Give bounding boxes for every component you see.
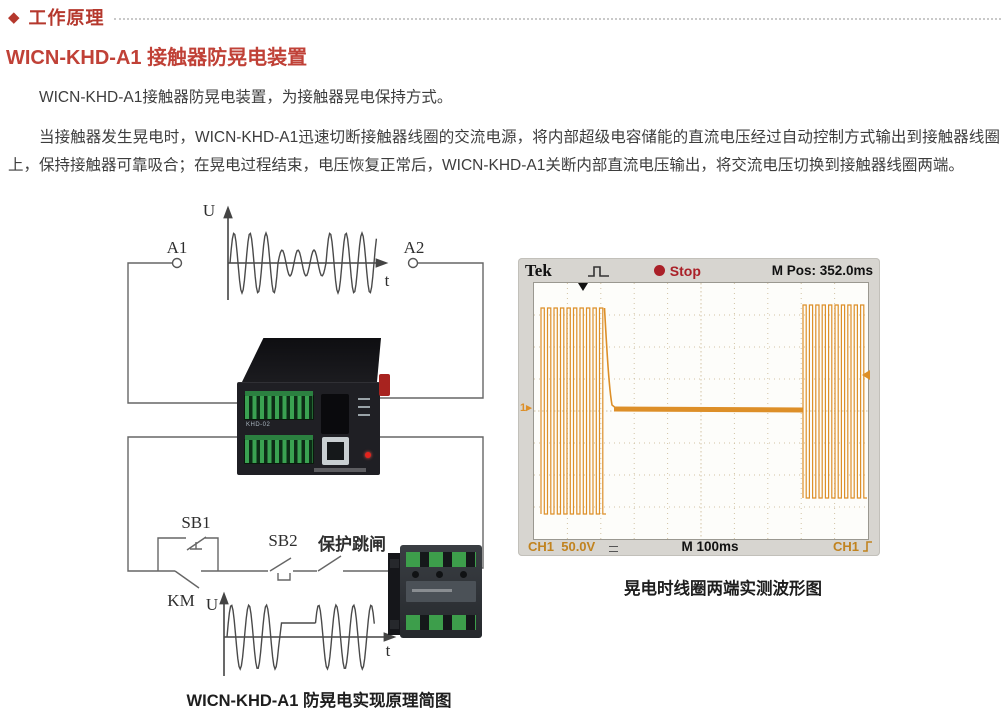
terminal-a1 bbox=[171, 257, 183, 269]
top-voltage-waveform bbox=[229, 230, 378, 296]
stop-label: Stop bbox=[669, 262, 701, 279]
top-t-label: t bbox=[385, 271, 390, 290]
bottom-t-label: t bbox=[386, 641, 391, 660]
timebase-readout: M 100ms bbox=[681, 539, 739, 554]
sb2-switch bbox=[269, 557, 292, 581]
scope-bottom-bar: CH1 50.0V M 100ms CH1 bbox=[528, 538, 874, 555]
device-front-face: KHD-02 bbox=[237, 382, 380, 475]
circuit-caption: WICN-KHD-A1 防晃电实现原理简图 bbox=[186, 692, 452, 710]
contactor-terminals-bottom bbox=[406, 615, 476, 630]
scope-caption: 晃电时线圈两端实测波形图 bbox=[624, 580, 822, 598]
device-manufacturer-strip bbox=[314, 468, 366, 472]
acquisition-status: Stop bbox=[653, 262, 701, 279]
m-pos-readout: M Pos: 352.0ms bbox=[771, 263, 873, 278]
scope-screen bbox=[533, 282, 869, 540]
power-led-icon bbox=[365, 452, 371, 458]
terminal-a1-label: A1 bbox=[167, 238, 188, 257]
section-header: ◆ 工作原理 bbox=[8, 4, 1001, 30]
sb2-label: SB2 bbox=[268, 531, 297, 550]
protection-trip-label: 保护跳闸 bbox=[317, 534, 386, 554]
contactor-photo bbox=[388, 545, 484, 642]
oscilloscope-panel: Tek Stop M Pos: 352.0ms 1▸ CH1 50.0V M 1… bbox=[518, 258, 880, 556]
scope-waveform-svg bbox=[534, 283, 868, 539]
top-u-label: U bbox=[203, 201, 215, 220]
ground-marker-icon bbox=[609, 545, 619, 552]
body-paragraph-1: WICN-KHD-A1接触器防晃电装置，为接触器晃电保持方式。 bbox=[39, 89, 453, 106]
diamond-icon: ◆ bbox=[8, 8, 20, 26]
body-paragraph-2: 当接触器发生晃电时，WICN-KHD-A1迅速切断接触器线圈的交流电源，将内部超… bbox=[8, 129, 1000, 174]
trigger-source-readout: CH1 bbox=[833, 539, 874, 554]
bottom-voltage-waveform bbox=[226, 603, 375, 671]
device-display-window bbox=[321, 394, 349, 434]
terminal-a2 bbox=[407, 257, 419, 269]
channel1-marker: 1▸ bbox=[520, 402, 532, 414]
product-title: WICN-KHD-A1 接触器防晃电装置 bbox=[6, 47, 308, 69]
contactor-terminals-top bbox=[406, 552, 476, 567]
km-label: KM bbox=[167, 591, 194, 610]
sb1-label: SB1 bbox=[181, 513, 210, 532]
scope-trace bbox=[540, 304, 867, 515]
contactor-label-band bbox=[406, 581, 476, 602]
contactor-body bbox=[400, 545, 482, 638]
din-clip-icon bbox=[379, 374, 390, 396]
terminal-block-top bbox=[244, 391, 314, 420]
dotted-rule bbox=[113, 17, 1001, 20]
km-contact bbox=[174, 570, 200, 589]
device-model-label: KHD-02 bbox=[246, 422, 271, 428]
trigger-position-icon bbox=[578, 283, 588, 291]
terminal-a2-label: A2 bbox=[404, 238, 425, 257]
protection-device-photo: KHD-02 bbox=[237, 338, 390, 475]
section-title: 工作原理 bbox=[28, 8, 105, 28]
circuit-diagram: A1 A2 U t SB1 KM SB2 保护跳闸 U t bbox=[127, 201, 484, 676]
protection-trip-switch bbox=[317, 555, 342, 572]
ch1-scale-readout: CH1 50.0V bbox=[528, 539, 596, 554]
rj45-port-icon bbox=[322, 437, 349, 465]
terminal-block-bottom bbox=[244, 435, 314, 464]
trigger-level-icon bbox=[862, 370, 870, 380]
sb1-switch bbox=[157, 536, 219, 571]
body-text: WICN-KHD-A1接触器防晃电装置，为接触器晃电保持方式。 当接触器发生晃电… bbox=[8, 84, 1000, 192]
scope-top-bar: Tek Stop M Pos: 352.0ms bbox=[525, 260, 873, 281]
scope-brand: Tek bbox=[525, 260, 552, 280]
rising-edge-icon bbox=[863, 541, 872, 552]
device-top-face bbox=[241, 338, 381, 384]
stop-dot-icon bbox=[653, 265, 665, 276]
bottom-u-label: U bbox=[206, 595, 218, 614]
trigger-source-label: CH1 bbox=[832, 539, 859, 554]
trigger-pulse-icon bbox=[587, 265, 609, 277]
